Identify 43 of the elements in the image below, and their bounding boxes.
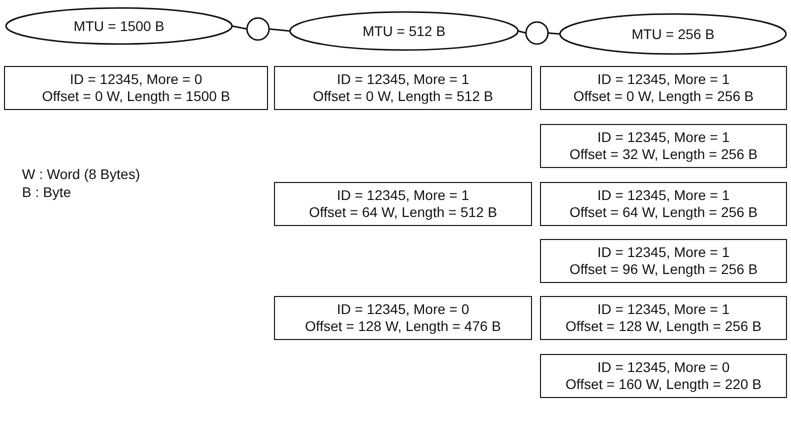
- fragment-box: [540, 124, 787, 168]
- fragment-box: [540, 354, 787, 398]
- fragment-offset-text: Offset = 96 W, Length = 256 B: [569, 261, 758, 278]
- link-line: [268, 28, 290, 32]
- fragment-box: [274, 296, 532, 340]
- link-line: [232, 25, 248, 30]
- network-ellipse: [6, 8, 232, 44]
- fragment-offset-text: Offset = 64 W, Length = 512 B: [308, 204, 498, 221]
- fragment-id-text: ID = 12345, More = 1: [597, 301, 730, 318]
- fragment-offset-text: Offset = 160 W, Length = 220 B: [566, 376, 762, 393]
- mtu-label: MTU = 256 B: [632, 26, 714, 42]
- fragment-id-text: ID = 12345, More = 1: [597, 129, 730, 146]
- network-ellipse: [560, 14, 786, 54]
- fragment-id-text: ID = 12345, More = 0: [597, 359, 730, 376]
- mtu-label: MTU = 512 B: [362, 22, 446, 40]
- fragment-box: [540, 239, 787, 283]
- network-ellipse: [290, 12, 518, 50]
- fragment-box: [274, 182, 532, 226]
- fragment-id-text: ID = 12345, More = 1: [336, 187, 470, 204]
- fragment-offset-text: Offset = 0 W, Length = 1500 B: [42, 88, 230, 105]
- fragment-id-text: ID = 12345, More = 1: [336, 71, 470, 88]
- fragment-box: [540, 66, 787, 110]
- fragment-box: [4, 66, 268, 110]
- legend-note: B : Byte: [22, 184, 72, 200]
- fragment-id-text: ID = 12345, More = 0: [70, 71, 202, 88]
- fragment-offset-text: Offset = 128 W, Length = 476 B: [305, 318, 501, 335]
- fragment-box: [274, 66, 532, 110]
- fragment-offset-text: Offset = 64 W, Length = 256 B: [569, 204, 758, 221]
- link-line: [548, 32, 560, 35]
- fragment-offset-text: Offset = 128 W, Length = 256 B: [566, 318, 762, 335]
- fragment-id-text: ID = 12345, More = 1: [597, 187, 730, 204]
- router-circle: [526, 22, 548, 44]
- fragment-offset-text: Offset = 0 W, Length = 512 B: [312, 88, 494, 105]
- fragment-box: [540, 296, 787, 340]
- legend-note: W : Word (8 Bytes): [22, 166, 140, 182]
- fragment-id-text: ID = 12345, More = 1: [597, 71, 730, 88]
- fragment-offset-text: Offset = 32 W, Length = 256 B: [569, 146, 758, 163]
- fragment-id-text: ID = 12345, More = 1: [597, 244, 730, 261]
- fragment-id-text: ID = 12345, More = 0: [336, 301, 470, 318]
- fragment-offset-text: Offset = 0 W, Length = 256 B: [573, 88, 754, 105]
- fragment-box: [540, 182, 787, 226]
- mtu-label: MTU = 1500 B: [74, 18, 164, 34]
- router-circle: [247, 18, 269, 40]
